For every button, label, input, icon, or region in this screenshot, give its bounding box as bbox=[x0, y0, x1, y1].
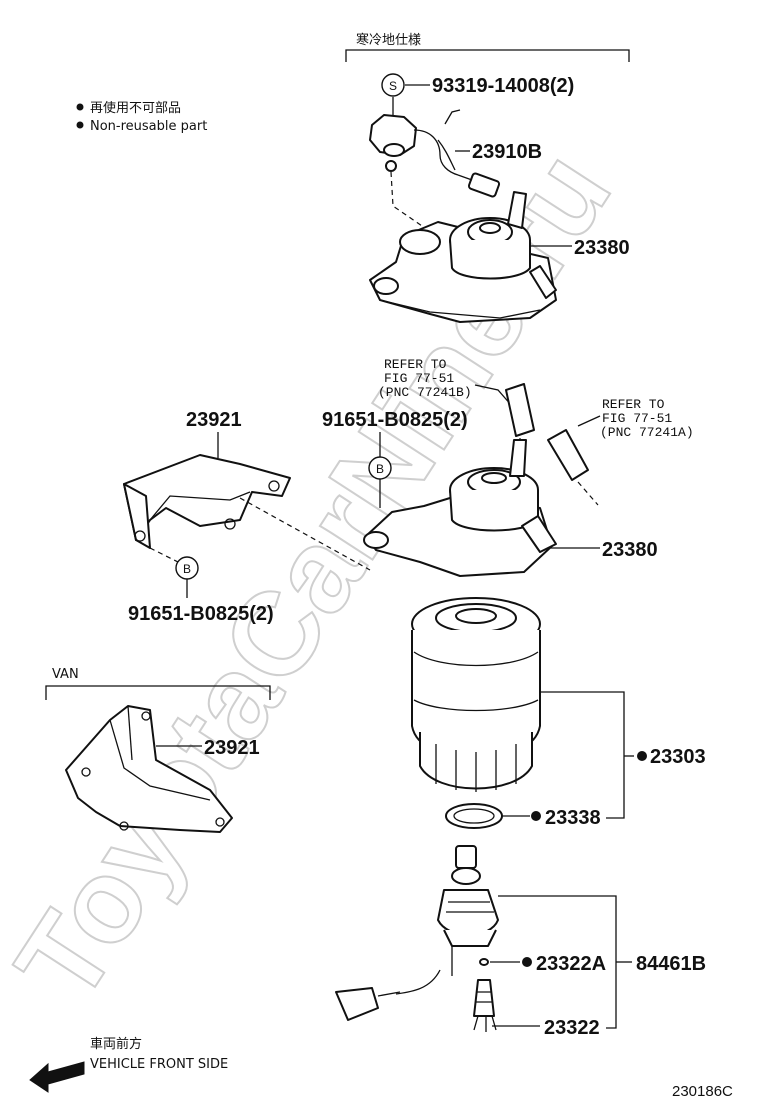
circle-b-letter-top: B bbox=[376, 462, 384, 476]
vehicle-front-arrow-icon bbox=[29, 1061, 85, 1093]
bracket-23921-van bbox=[65, 705, 233, 833]
nonreuse-dot-23303 bbox=[637, 751, 647, 761]
label-23921-van: 23921 bbox=[204, 737, 260, 759]
legend-en: Non-reusable part bbox=[90, 119, 207, 134]
circle-s-letter: S bbox=[389, 79, 397, 93]
fuel-filter-23303 bbox=[411, 597, 541, 792]
diagram-id: 230186C bbox=[672, 1083, 733, 1100]
dash-bracket-b bbox=[149, 547, 187, 567]
leader-23303 bbox=[540, 691, 625, 819]
label-23322a: 23322A bbox=[536, 953, 606, 975]
leader-refer2 bbox=[577, 415, 601, 427]
label-93319-14008: 93319-14008(2) bbox=[432, 75, 574, 97]
label-23380-mid: 23380 bbox=[602, 539, 658, 561]
filter-head-top-23380 bbox=[369, 191, 557, 323]
cold-spec-label: 寒冷地仕様 bbox=[356, 32, 421, 48]
legend-bullet-2 bbox=[76, 121, 84, 129]
label-91651-top: 91651-B0825(2) bbox=[322, 409, 468, 431]
legend-bullet-1 bbox=[76, 103, 84, 111]
refer2-line3: (PNC 77241A) bbox=[600, 425, 694, 440]
legend-jp: 再使用不可部品 bbox=[90, 100, 181, 116]
label-23921-top: 23921 bbox=[186, 409, 242, 431]
refer1-line3: (PNC 77241B) bbox=[378, 385, 472, 400]
label-23303: 23303 bbox=[650, 746, 706, 768]
circle-b-letter-left: B bbox=[183, 562, 191, 576]
refer1-line2: FIG 77-51 bbox=[384, 371, 454, 386]
sensor-23910b bbox=[369, 109, 501, 198]
label-23380-top: 23380 bbox=[574, 237, 630, 259]
front-en: VEHICLE FRONT SIDE bbox=[90, 1057, 228, 1072]
van-bracket-line bbox=[45, 685, 271, 700]
dash-hose2 bbox=[577, 481, 599, 506]
refer2-line2: FIG 77-51 bbox=[602, 411, 672, 426]
fuel-hoses bbox=[505, 383, 589, 481]
nonreuse-dot-23338 bbox=[531, 811, 541, 821]
dash-bracket-head bbox=[239, 497, 371, 571]
label-23910b: 23910B bbox=[472, 141, 542, 163]
label-84461b: 84461B bbox=[636, 953, 706, 975]
front-jp: 車両前方 bbox=[90, 1036, 142, 1052]
circle-s-marker bbox=[381, 73, 405, 97]
refer2-line1: REFER TO bbox=[602, 397, 665, 412]
refer1-line1: REFER TO bbox=[384, 357, 447, 372]
o-ring-23322a bbox=[479, 958, 489, 966]
sensor-plug-23322 bbox=[473, 979, 497, 1032]
nonreuse-dot-23322a bbox=[522, 957, 532, 967]
water-sensor-84461b bbox=[335, 845, 499, 1021]
dash-sensor-housing bbox=[390, 171, 426, 229]
o-ring-inner bbox=[453, 808, 495, 824]
filter-head-mid-23380 bbox=[363, 439, 557, 577]
cold-spec-bracket bbox=[345, 49, 630, 62]
label-23322: 23322 bbox=[544, 1017, 600, 1039]
van-label: VAN bbox=[52, 667, 79, 682]
label-23338: 23338 bbox=[545, 807, 601, 829]
label-91651-left: 91651-B0825(2) bbox=[128, 603, 274, 625]
